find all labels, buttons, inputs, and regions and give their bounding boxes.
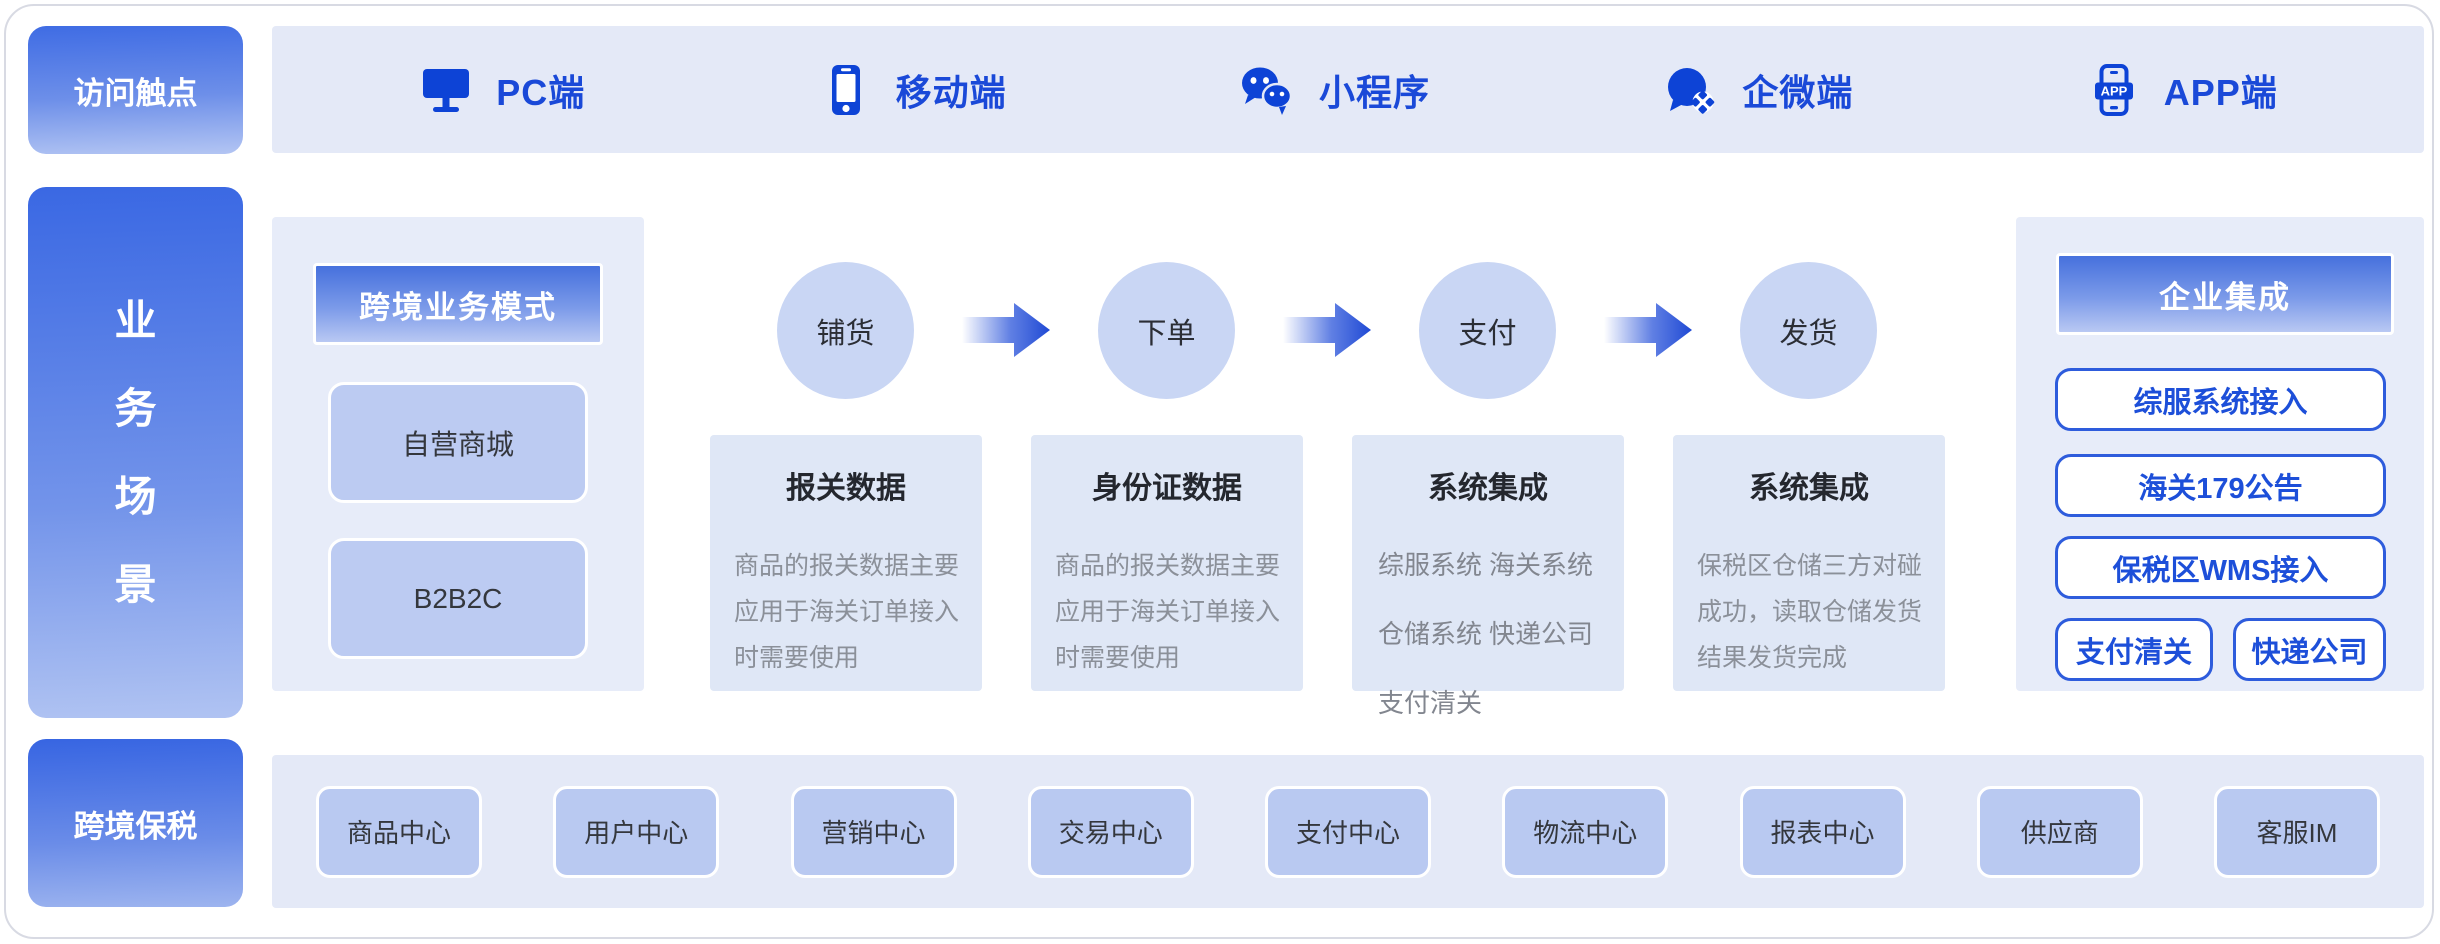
rail-business-scene: 业 务 场 景 xyxy=(28,187,243,718)
enterprise-integration-header: 企业集成 xyxy=(2056,253,2394,335)
system-item: 综服系统 xyxy=(1378,550,1483,580)
rail-scene-vertical-label: 业 务 场 景 xyxy=(114,296,157,608)
center-chip-marketing: 营销中心 xyxy=(790,785,957,878)
touchpoint-miniprogram: 小程序 xyxy=(1239,62,1430,118)
center-chip-label: 物流中心 xyxy=(1533,818,1638,848)
rail-cross-border-bonded: 跨境保税 xyxy=(28,739,243,907)
integration-button-label: 海关179公告 xyxy=(2138,472,2303,505)
system-item: 仓储系统 xyxy=(1378,619,1483,649)
center-chip-service-im: 客服IM xyxy=(2214,785,2380,878)
desc-box-shipping-integration: 系统集成 保税区仓储三方对碰成功，读取仓储发货结果发货完成 xyxy=(1673,435,1945,691)
center-chip-trade: 交易中心 xyxy=(1027,785,1194,878)
model-chip-b2b2c: B2B2C xyxy=(328,538,588,659)
scene-char: 务 xyxy=(114,384,157,432)
touchpoint-label: 企微端 xyxy=(1742,71,1854,113)
scene-char: 景 xyxy=(114,560,157,608)
desc-box-title: 系统集成 xyxy=(1749,472,1869,505)
flow-step-label: 发货 xyxy=(1779,317,1838,350)
flow-step-pay: 支付 xyxy=(1419,262,1556,399)
arrow-right-icon xyxy=(1283,303,1371,357)
desc-box-customs-data: 报关数据 商品的报关数据主要应用于海关订单接入时需要使用 xyxy=(710,435,982,691)
center-chip-label: 报表中心 xyxy=(1770,818,1875,848)
model-chip-label: B2B2C xyxy=(413,582,503,614)
center-chip-label: 客服IM xyxy=(2256,818,2338,848)
touchpoint-label: 移动端 xyxy=(895,71,1007,113)
desc-box-body: 保税区仓储三方对碰成功，读取仓储发货结果发货完成 xyxy=(1697,552,1923,672)
desc-box-system-list: 综服系统 海关系统 仓储系统 快递公司 支付清关 xyxy=(1378,545,1600,720)
arrow-right-icon xyxy=(962,303,1050,357)
flow-step-label: 下单 xyxy=(1137,317,1196,350)
flow-step-distribute: 铺货 xyxy=(777,262,914,399)
rail-touchpoint: 访问触点 xyxy=(28,26,243,154)
desc-box-title: 系统集成 xyxy=(1428,472,1548,505)
center-chip-user: 用户中心 xyxy=(553,785,720,878)
desc-box-title: 身份证数据 xyxy=(1092,472,1242,505)
flow-step-order: 下单 xyxy=(1098,262,1235,399)
integration-button-customs-179: 海关179公告 xyxy=(2055,454,2386,517)
enterprise-integration-panel: 企业集成 综服系统接入 海关179公告 保税区WMS接入 支付清关 快递公司 xyxy=(2016,217,2424,691)
desc-box-id-data: 身份证数据 商品的报关数据主要应用于海关订单接入时需要使用 xyxy=(1031,435,1303,691)
integration-button-bonded-wms: 保税区WMS接入 xyxy=(2055,536,2386,599)
touchpoint-label: APP端 xyxy=(2163,71,2278,113)
center-chip-label: 支付中心 xyxy=(1295,818,1400,848)
touchpoint-mobile: 移动端 xyxy=(818,62,1007,118)
touchpoint-pc: PC端 xyxy=(418,62,585,118)
center-chip-product: 商品中心 xyxy=(316,785,482,878)
wecom-icon xyxy=(1668,67,1715,114)
model-chip-label: 自营商城 xyxy=(401,428,514,460)
system-item: 快递公司 xyxy=(1489,619,1594,649)
center-chip-label: 商品中心 xyxy=(346,818,451,848)
desc-box-title: 报关数据 xyxy=(786,472,906,505)
integration-button-label: 保税区WMS接入 xyxy=(2112,554,2329,587)
scene-char: 场 xyxy=(114,472,157,520)
app-icon-text: APP xyxy=(2100,83,2127,98)
arrow-right-icon xyxy=(1604,303,1692,357)
integration-button-label: 支付清关 xyxy=(2075,636,2192,669)
center-chip-report: 报表中心 xyxy=(1739,785,1906,878)
business-model-header: 跨境业务模式 xyxy=(313,263,603,345)
center-chip-label: 供应商 xyxy=(2020,818,2099,848)
integration-button-express-company: 快递公司 xyxy=(2233,618,2386,681)
center-chip-label: 营销中心 xyxy=(821,818,926,848)
center-chip-payment: 支付中心 xyxy=(1265,785,1431,878)
integration-button-label: 快递公司 xyxy=(2251,636,2368,669)
scene-char: 业 xyxy=(114,296,157,344)
business-model-panel: 跨境业务模式 自营商城 B2B2C xyxy=(272,217,644,691)
desc-box-body: 商品的报关数据主要应用于海关订单接入时需要使用 xyxy=(1055,552,1281,672)
touchpoint-app: APP APP端 xyxy=(2086,62,2278,118)
flow-step-label: 支付 xyxy=(1458,317,1517,350)
touchpoint-label: 小程序 xyxy=(1318,71,1430,113)
flow-step-label: 铺货 xyxy=(816,317,875,350)
flow-step-ship: 发货 xyxy=(1740,262,1877,399)
desc-box-body: 商品的报关数据主要应用于海关订单接入时需要使用 xyxy=(734,552,960,672)
rail-bonded-label: 跨境保税 xyxy=(73,808,198,844)
wechat-miniprogram-icon xyxy=(1241,67,1293,115)
mobile-icon xyxy=(831,64,860,115)
enterprise-integration-header-label: 企业集成 xyxy=(2159,279,2291,315)
centers-bar: 商品中心 用户中心 营销中心 交易中心 支付中心 物流中心 报表中心 供应商 xyxy=(272,755,2424,908)
integration-button-payment-clearance: 支付清关 xyxy=(2055,618,2213,681)
system-item: 支付清关 xyxy=(1378,688,1483,718)
touchpoints-bar: PC端 移动端 xyxy=(272,26,2424,153)
center-chip-label: 交易中心 xyxy=(1058,818,1163,848)
integration-button-label: 综服系统接入 xyxy=(2133,386,2308,419)
model-chip-self-mall: 自营商城 xyxy=(328,382,588,503)
desktop-icon xyxy=(423,68,470,112)
rail-touchpoint-label: 访问触点 xyxy=(73,75,198,111)
integration-button-zongfu-access: 综服系统接入 xyxy=(2055,368,2386,431)
desc-box-system-integration: 系统集成 综服系统 海关系统 仓储系统 快递公司 支付清关 xyxy=(1352,435,1624,718)
center-chip-supplier: 供应商 xyxy=(1976,785,2143,878)
app-icon: APP xyxy=(2094,63,2133,116)
system-item: 海关系统 xyxy=(1489,550,1594,580)
business-model-header-label: 跨境业务模式 xyxy=(359,289,557,325)
touchpoint-label: PC端 xyxy=(496,71,586,113)
center-chip-label: 用户中心 xyxy=(584,818,689,848)
touchpoint-wecom: 企微端 xyxy=(1662,62,1853,118)
diagram-card: 访问触点 业 务 场 景 跨境保税 PC端 xyxy=(4,4,2434,939)
center-chip-logistics: 物流中心 xyxy=(1502,785,1669,878)
